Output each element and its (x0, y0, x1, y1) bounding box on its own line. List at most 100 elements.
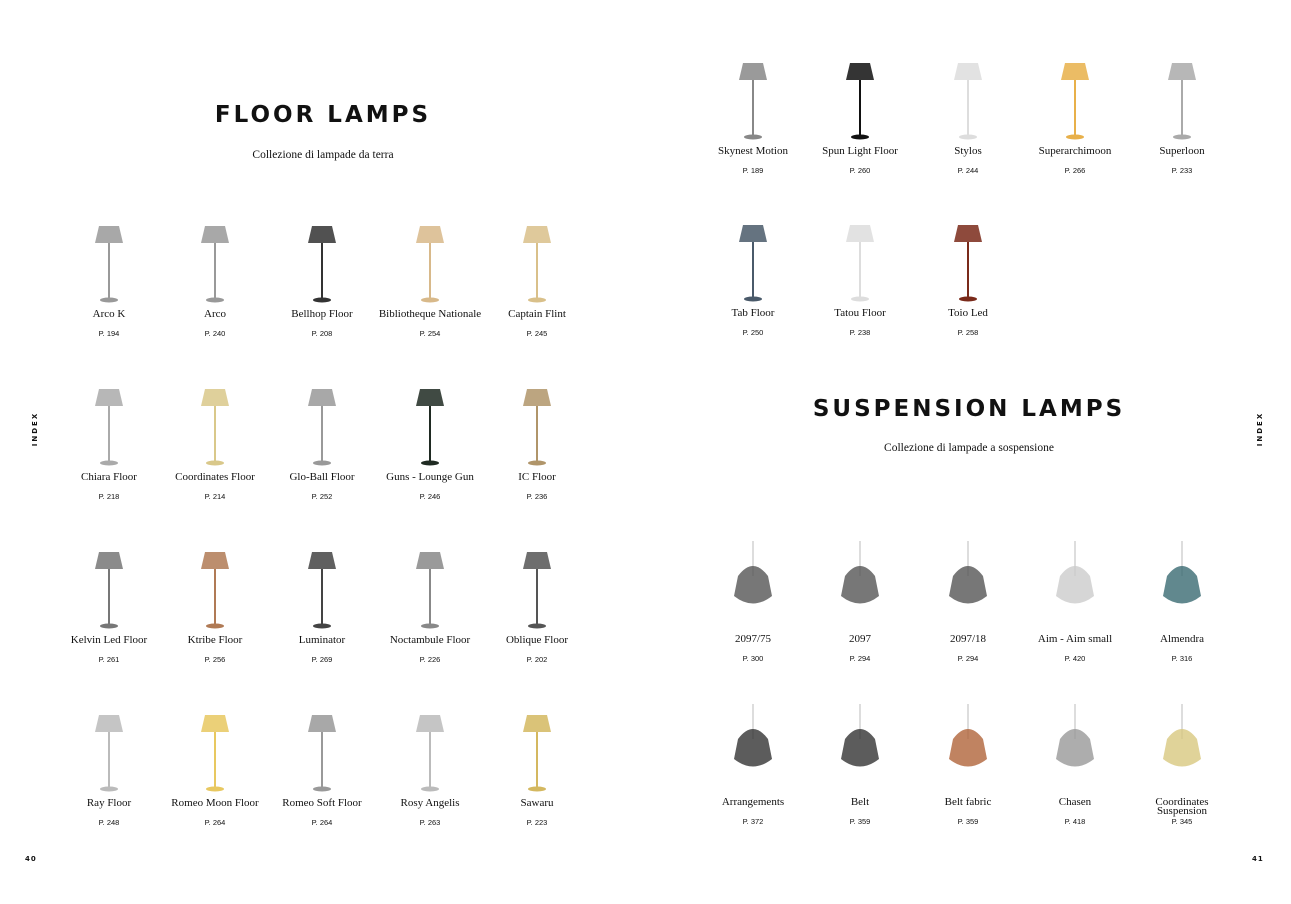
product-name: Romeo Soft Floor (282, 797, 362, 809)
product-item[interactable]: Ktribe Floor P. 256 (162, 537, 268, 664)
product-page: P. 202 (526, 655, 548, 664)
product-item[interactable]: Belt P. 359 (807, 699, 913, 826)
product-image (484, 374, 590, 469)
product-page: P. 194 (98, 329, 120, 338)
product-item[interactable]: Kelvin Led Floor P. 261 (56, 537, 162, 664)
product-item[interactable]: Coordinates Suspension P. 345 (1129, 699, 1235, 826)
product-image (269, 700, 375, 795)
product-item[interactable]: Superloon P. 233 (1129, 48, 1235, 175)
product-item[interactable]: Chiara Floor P. 218 (56, 374, 162, 501)
product-item[interactable]: Romeo Soft Floor P. 264 (269, 700, 375, 827)
product-image (1129, 536, 1235, 631)
product-page: P. 233 (1171, 166, 1193, 175)
product-page: P. 264 (311, 818, 333, 827)
product-image (162, 374, 268, 469)
product-name: Almendra (1160, 633, 1204, 645)
product-name: Noctambule Floor (389, 634, 471, 646)
product-name: Tatou Floor (834, 307, 886, 319)
product-item[interactable]: Skynest Motion P. 189 (700, 48, 806, 175)
product-name: Chiara Floor (81, 471, 137, 483)
product-page: P. 214 (204, 492, 226, 501)
product-item[interactable]: 2097/75 P. 300 (700, 536, 806, 663)
product-page: P. 208 (311, 329, 333, 338)
product-page: P. 294 (957, 654, 979, 663)
product-item[interactable]: Aim - Aim small P. 420 (1022, 536, 1128, 663)
product-name: Superloon (1159, 145, 1205, 157)
floor-lamps-title: FLOOR LAMPS (214, 102, 432, 128)
product-item[interactable]: Tatou Floor P. 238 (807, 210, 913, 337)
product-name: 2097/18 (949, 633, 987, 645)
product-page: P. 420 (1064, 654, 1086, 663)
product-item[interactable]: IC Floor P. 236 (484, 374, 590, 501)
product-page: P. 300 (742, 654, 764, 663)
product-page: P. 316 (1171, 654, 1193, 663)
product-image (377, 537, 483, 632)
product-item[interactable]: Glo-Ball Floor P. 252 (269, 374, 375, 501)
product-page: P. 294 (849, 654, 871, 663)
product-name: Coordinates Suspension (1155, 796, 1209, 817)
product-item[interactable]: Ray Floor P. 248 (56, 700, 162, 827)
product-item[interactable]: Almendra P. 316 (1129, 536, 1235, 663)
product-item[interactable]: 2097 P. 294 (807, 536, 913, 663)
product-image (1129, 48, 1235, 143)
product-item[interactable]: Toio Led P. 258 (915, 210, 1021, 337)
product-item[interactable]: Spun Light Floor P. 260 (807, 48, 913, 175)
product-item[interactable]: Noctambule Floor P. 226 (377, 537, 483, 664)
product-item[interactable]: Sawaru P. 223 (484, 700, 590, 827)
product-image (377, 374, 483, 469)
product-page: P. 245 (526, 329, 548, 338)
product-page: P. 246 (419, 492, 441, 501)
product-image (915, 210, 1021, 305)
product-name: Chasen (1058, 796, 1092, 808)
product-name: Aim - Aim small (1037, 633, 1113, 645)
product-name: Captain Flint (508, 308, 566, 320)
product-item[interactable]: Superarchimoon P. 266 (1022, 48, 1128, 175)
product-item[interactable]: Rosy Angelis P. 263 (377, 700, 483, 827)
product-item[interactable]: Bellhop Floor P. 208 (269, 211, 375, 338)
product-item[interactable]: Oblique Floor P. 202 (484, 537, 590, 664)
product-item[interactable]: Guns - Lounge Gun P. 246 (377, 374, 483, 501)
product-item[interactable]: Stylos P. 244 (915, 48, 1021, 175)
product-name: Bellhop Floor (291, 308, 353, 320)
product-name: 2097/75 (734, 633, 772, 645)
product-name: Ray Floor (86, 797, 132, 809)
product-page: P. 261 (98, 655, 120, 664)
product-name: Arco K (92, 308, 126, 320)
product-item[interactable]: Chasen P. 418 (1022, 699, 1128, 826)
product-image (162, 211, 268, 306)
product-page: P. 226 (419, 655, 441, 664)
product-name: Rosy Angelis (400, 797, 460, 809)
product-item[interactable]: Captain Flint P. 245 (484, 211, 590, 338)
product-item[interactable]: Arrangements P. 372 (700, 699, 806, 826)
product-page: P. 269 (311, 655, 333, 664)
product-image (162, 537, 268, 632)
product-name: Toio Led (948, 307, 988, 319)
product-item[interactable]: Belt fabric P. 359 (915, 699, 1021, 826)
product-page: P. 223 (526, 818, 548, 827)
product-item[interactable]: Romeo Moon Floor P. 264 (162, 700, 268, 827)
product-page: P. 189 (742, 166, 764, 175)
product-image (1022, 536, 1128, 631)
product-item[interactable]: Tab Floor P. 250 (700, 210, 806, 337)
product-item[interactable]: Arco K P. 194 (56, 211, 162, 338)
product-item[interactable]: Luminator P. 269 (269, 537, 375, 664)
product-image (56, 700, 162, 795)
product-page: P. 218 (98, 492, 120, 501)
product-page: P. 248 (98, 818, 120, 827)
product-item[interactable]: Bibliotheque Nationale P. 254 (377, 211, 483, 338)
product-item[interactable]: 2097/18 P. 294 (915, 536, 1021, 663)
product-image (807, 210, 913, 305)
product-image (700, 48, 806, 143)
product-image (1022, 699, 1128, 794)
product-image (700, 210, 806, 305)
product-image (484, 211, 590, 306)
product-name: Ktribe Floor (187, 634, 243, 646)
product-name: Kelvin Led Floor (70, 634, 148, 646)
product-page: P. 244 (957, 166, 979, 175)
product-item[interactable]: Arco P. 240 (162, 211, 268, 338)
product-page: P. 264 (204, 818, 226, 827)
product-image (484, 700, 590, 795)
product-page: P. 250 (742, 328, 764, 337)
product-image (807, 48, 913, 143)
product-item[interactable]: Coordinates Floor P. 214 (162, 374, 268, 501)
